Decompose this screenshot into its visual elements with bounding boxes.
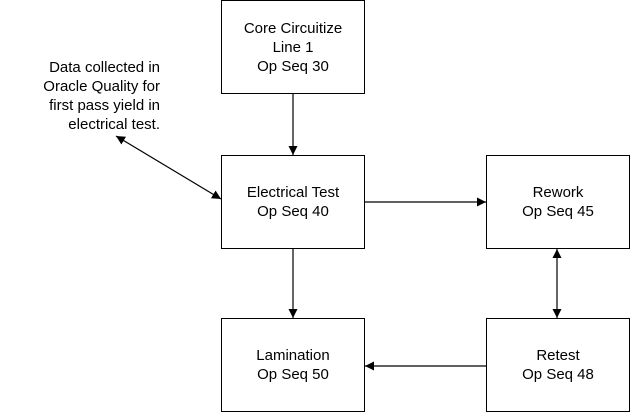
annotation-line: Data collected in <box>49 59 160 76</box>
arrow-annotation-electrical-test-bidirectional <box>115 135 222 200</box>
box-label-line: Retest <box>536 347 580 364</box>
annotation-line: first pass yield in <box>49 97 160 114</box>
box-label-line: Lamination <box>256 347 330 364</box>
box-label-line: Electrical Test <box>246 184 340 201</box>
box-label-line: Line 1 <box>272 38 314 56</box>
box-label-line: Op Seq 45 <box>522 203 594 220</box>
box-label-line: Op Seq 40 <box>257 203 329 220</box>
process-box-lamination: Lamination Op Seq 50 <box>221 318 365 412</box>
box-label-line: Op Seq 50 <box>257 366 329 383</box>
annotation-text: Data collected in Oracle Quality for fir… <box>0 58 160 134</box>
box-label-line: Rework <box>532 184 584 201</box>
process-box-electrical-test: Electrical Test Op Seq 40 <box>221 155 365 249</box>
process-box-retest: Retest Op Seq 48 <box>486 318 630 412</box>
process-box-core-circuitize: Core Circuitize Line 1 Op Seq 30 <box>221 0 365 94</box>
box-label-line: Op Seq 48 <box>522 366 594 383</box>
box-label-line: Op Seq 30 <box>257 57 329 75</box>
box-label-line: Core Circuitize <box>243 19 343 37</box>
annotation-line: electrical test. <box>68 116 160 133</box>
annotation-line: Oracle Quality for <box>43 78 160 95</box>
process-box-rework: Rework Op Seq 45 <box>486 155 630 249</box>
